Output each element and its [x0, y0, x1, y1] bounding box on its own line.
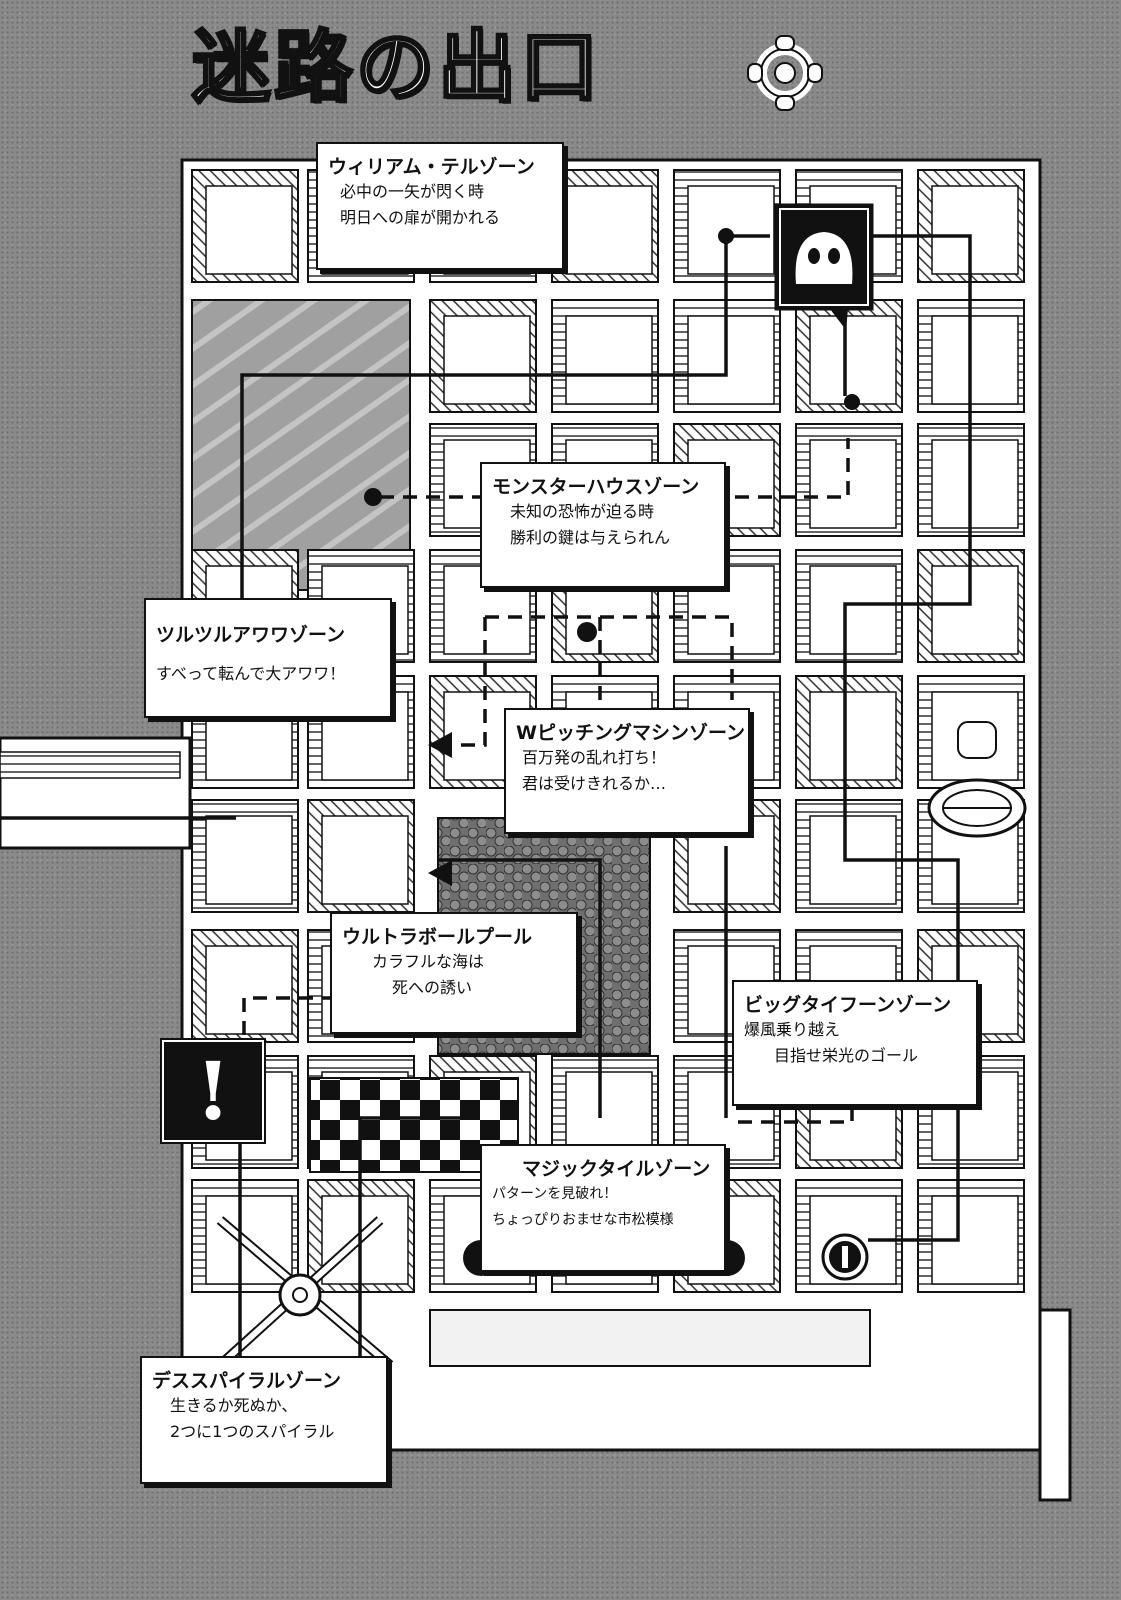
- zone-william-tell: ウィリアム・テルゾーン 必中の一矢が閃く時 明日への扉が開かれる: [316, 142, 564, 270]
- start-marker-icon: [821, 1233, 869, 1281]
- arrow-left-icon: [428, 732, 452, 758]
- zone-death-spiral: デススパイラルゾーン 生きるか死ぬか、 2つに1つのスパイラル: [140, 1356, 388, 1484]
- page-title: 迷路の出口: [190, 21, 603, 115]
- maze-cell-floor: [565, 185, 653, 275]
- ghost-mascot-icon: [774, 203, 874, 330]
- zone-monster-house: モンスターハウスゾーン 未知の恐怖が迫る時 勝利の鍵は与えられん: [480, 462, 726, 588]
- exclamation-icon: !: [160, 1038, 266, 1144]
- arrow-left-icon: [428, 860, 452, 886]
- typhoon-fan-icon: [927, 721, 1027, 838]
- maze-cell-floor: [931, 185, 1019, 275]
- maze-cell-floor: [321, 815, 409, 905]
- maze-cell-floor: [809, 439, 897, 529]
- maze-cell-floor: [931, 439, 1019, 529]
- spiral-trap-icon: [216, 1216, 394, 1369]
- maze-cell-floor: [565, 315, 653, 405]
- maze-cell-floor: [809, 691, 897, 781]
- maze-cell-floor: [205, 945, 293, 1035]
- maze-cell-floor: [443, 315, 531, 405]
- zone-ultra-ball-pool: ウルトラボールプール カラフルな海は 死への誘い: [330, 912, 578, 1034]
- zone-big-typhoon: ビッグタイフーンゾーン 爆風乗り越え 目指せ栄光のゴール: [732, 980, 978, 1106]
- maze-cell-floor: [205, 185, 293, 275]
- zone-tsurutsuru-awawa: ツルツルアワワゾーン すべって転んで大アワワ！: [144, 598, 392, 718]
- hands-circle-icon: [747, 35, 823, 111]
- maze-cell-floor: [809, 565, 897, 655]
- maze-cell-floor: [931, 315, 1019, 405]
- maze-cell-floor: [205, 815, 293, 905]
- maze-cell-floor: [687, 315, 775, 405]
- maze-cell-floor: [809, 315, 897, 405]
- dashed-route-lines: [242, 438, 854, 1124]
- zone-magic-tile: マジックタイルゾーン パターンを見破れ！ ちょっぴりおませな市松模様: [480, 1144, 726, 1272]
- maze-cell-floor: [931, 565, 1019, 655]
- zone-w-pitching: Wピッチングマシンゾーン 百万発の乱れ打ち！ 君は受けきれるか…: [504, 708, 750, 834]
